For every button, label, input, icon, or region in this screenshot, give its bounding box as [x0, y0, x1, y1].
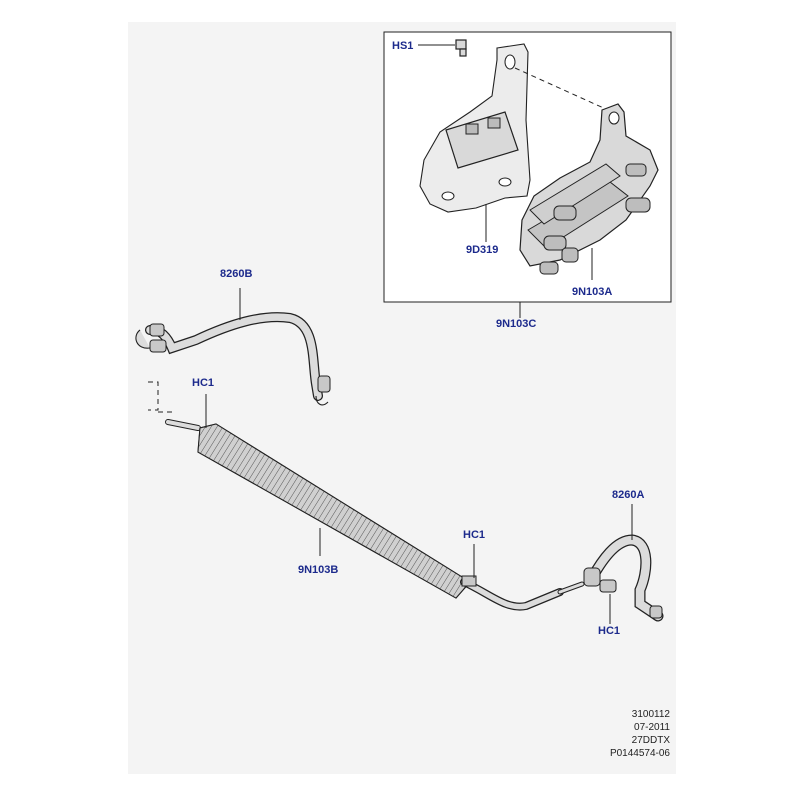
cooler-tube	[165, 394, 585, 611]
mounting-bracket	[419, 43, 531, 242]
callout-9d319: 9D319	[466, 244, 498, 256]
reference-line-3: 27DDTX	[631, 735, 670, 746]
dashed-connector	[148, 381, 159, 411]
reference-line-1: 3100112	[631, 709, 670, 720]
callout-9n103a: 9N103A	[572, 286, 612, 298]
hose-8260b	[135, 288, 331, 406]
reference-block: 3100112 07-2011 27DDTX P0144574-06	[610, 708, 670, 760]
callout-hs1: HS1	[392, 40, 413, 52]
reference-line-2: 07-2011	[634, 722, 670, 733]
callout-9n103b: 9N103B	[298, 564, 338, 576]
alignment-line	[514, 67, 609, 111]
bolt-hs1	[418, 39, 467, 57]
callout-8260b: 8260B	[220, 268, 252, 280]
callout-hc1-left: HC1	[192, 377, 214, 389]
callout-hc1-right: HC1	[598, 625, 620, 637]
callout-8260a: 8260A	[612, 489, 644, 501]
reference-line-4: P0144574-06	[609, 748, 670, 759]
callout-9n103c: 9N103C	[496, 318, 536, 330]
hose-8260a	[583, 504, 664, 624]
callout-hc1-middle: HC1	[463, 529, 485, 541]
oil-cooler	[519, 103, 659, 280]
